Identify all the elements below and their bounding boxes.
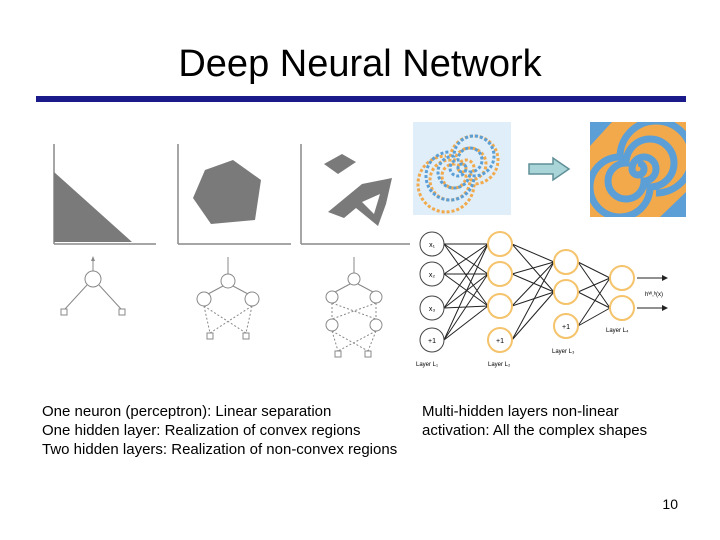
network-edge xyxy=(577,291,611,309)
two-hidden-layers-diagram xyxy=(325,257,383,358)
classification-result-image xyxy=(590,122,686,217)
neuron-label: x₃ xyxy=(429,306,436,313)
output-label: hᵂ,ᵇ(x) xyxy=(645,291,663,298)
network-edge xyxy=(443,243,489,275)
neuron-node xyxy=(553,249,579,275)
perceptron-diagram xyxy=(60,256,126,316)
neuron-label: x₂ xyxy=(429,272,436,279)
network-edge xyxy=(443,305,489,341)
neuron-node xyxy=(487,261,513,287)
neuron-label: x₁ xyxy=(429,242,436,249)
caption-right-line2: activation: All the complex shapes xyxy=(422,422,648,439)
neuron-label: +1 xyxy=(496,338,504,345)
network-edge xyxy=(577,277,611,293)
layer-label-4: Layer L₄ xyxy=(606,328,629,334)
convex-region-plot xyxy=(177,144,291,245)
neuron-node xyxy=(553,313,579,339)
neuron-node xyxy=(419,327,445,353)
network-edge xyxy=(443,273,489,307)
network-edge xyxy=(511,291,555,341)
neuron-node xyxy=(553,279,579,305)
network-edge xyxy=(443,243,489,307)
one-hidden-layer-diagram xyxy=(196,257,260,340)
neuron-node xyxy=(419,261,445,287)
network-edge xyxy=(443,273,489,341)
layer-label-2: Layer L₂ xyxy=(488,362,511,368)
network-edge xyxy=(577,307,611,327)
caption-left-one-hidden: One hidden layer: Realization of convex … xyxy=(42,422,361,439)
slide-title: Deep Neural Network xyxy=(178,43,542,85)
network-edge xyxy=(443,243,489,309)
neuron-label: +1 xyxy=(428,338,436,345)
network-edge xyxy=(443,243,489,341)
neuron-node xyxy=(487,327,513,353)
neuron-node xyxy=(609,265,635,291)
nonconvex-region-plot xyxy=(300,144,410,245)
network-edge xyxy=(577,277,611,327)
caption-left-perceptron: One neuron (perceptron): Linear separati… xyxy=(42,403,332,420)
network-edge xyxy=(511,261,555,275)
neuron-label: +1 xyxy=(562,324,570,331)
layer-label-1: Layer L₁ xyxy=(416,362,438,368)
page-number: 10 xyxy=(662,496,678,512)
linear-region-plot xyxy=(53,144,156,245)
spiral-dataset-image xyxy=(413,122,511,215)
neuron-node xyxy=(609,295,635,321)
layer-label-3: Layer L₃ xyxy=(552,349,575,355)
network-edge xyxy=(511,291,555,307)
arrow-right-icon xyxy=(528,156,571,182)
neuron-node xyxy=(487,293,513,319)
neuron-node xyxy=(419,295,445,321)
network-edge xyxy=(511,261,555,341)
network-edge xyxy=(511,243,555,263)
caption-left-two-hidden: Two hidden layers: Realization of non-co… xyxy=(42,441,398,458)
title-underline xyxy=(36,96,686,102)
deep-network-diagram: x₁ x₂ x₃ +1 +1 +1 hᵂ,ᵇ(x) Layer L₁ Layer L₂ L… xyxy=(416,231,668,368)
caption-right-line1: Multi-hidden layers non-linear xyxy=(422,403,619,420)
network-edge xyxy=(577,261,611,279)
neuron-node xyxy=(487,231,513,257)
network-edge xyxy=(511,273,555,293)
network-edge xyxy=(511,261,555,307)
neuron-node xyxy=(419,231,445,257)
